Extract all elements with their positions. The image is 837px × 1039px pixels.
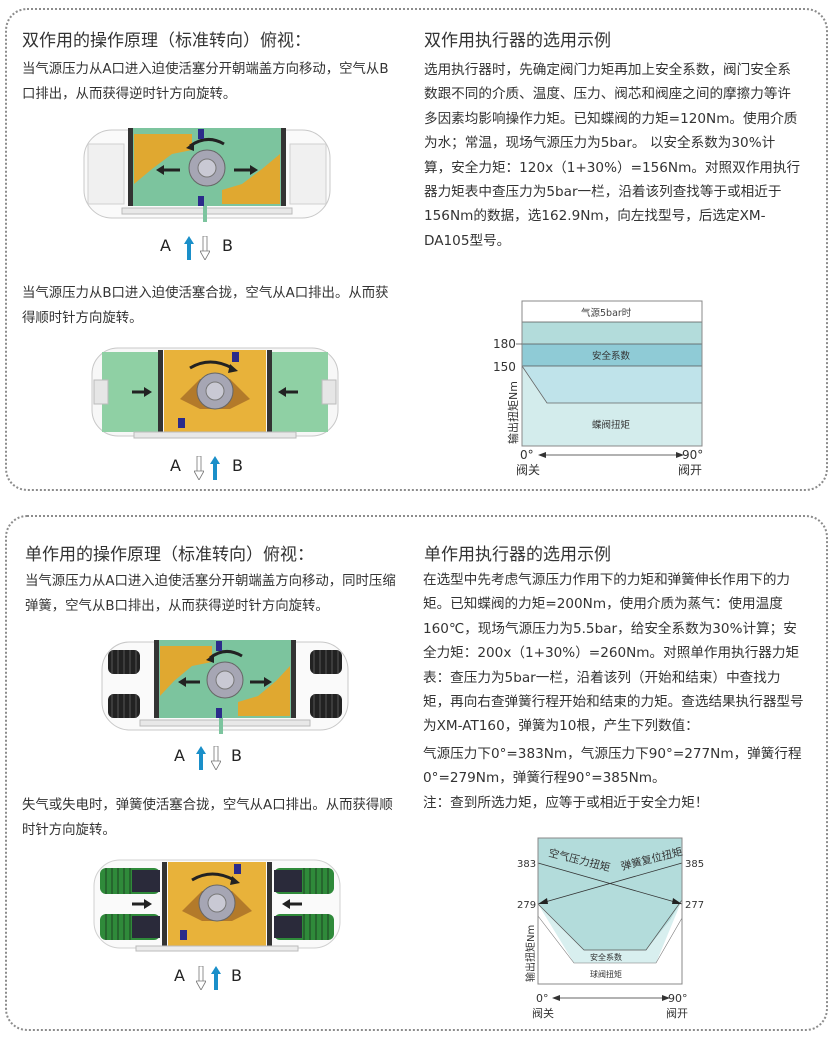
x-start-tick: 0° (536, 992, 549, 1005)
double-acting-example-text: 选用执行器时，先确定阀门力矩再加上安全系数，阀门安全系数跟不同的介质、温度、压力… (424, 62, 801, 249)
y-tick-279: 279 (517, 900, 536, 911)
single-acting-diagram-open (100, 636, 350, 736)
double-acting-step2-text: 当气源压力从B口进入迫使活塞合拢，空气从A口排出。从而获得顺时针方向旋转。 (22, 286, 389, 326)
double-acting-panel (5, 8, 828, 491)
single-acting-principle-title: 单作用的操作原理（标准转向）俯视： (25, 545, 314, 565)
port-a-label: A (174, 746, 185, 765)
actuator-illustration (83, 128, 331, 222)
y-tick-277: 277 (685, 900, 704, 911)
outlet-arrow-down-icon (200, 236, 210, 260)
single-acting-example-title: 单作用执行器的选用示例 (424, 545, 611, 565)
double-acting-principle-title: 双作用的操作原理（标准转向）俯视： (22, 31, 311, 51)
actuator-illustration (91, 347, 339, 439)
single-acting-torque-chart: 空气压力扭矩 弹簧复位扭矩 安全系数 球阀扭矩 383 385 279 277 … (517, 837, 704, 1020)
chart-band-label: 安全系数 (592, 350, 631, 362)
inlet-arrow-up-icon (184, 236, 194, 260)
single-acting-diagram-closed (92, 856, 342, 956)
y-tick-385: 385 (685, 859, 704, 870)
x-start-label: 阀关 (532, 1006, 554, 1020)
x-start-tick: 0° (520, 448, 534, 462)
single-acting-example-text: 在选型中先考虑气源压力作用下的力矩和弹簧伸长作用下的力矩。已知蝶阀的力矩=200… (423, 572, 804, 735)
chart-bottom-label: 球阀扭矩 (590, 969, 622, 979)
double-acting-step2-ports: A B (170, 456, 260, 480)
port-b-label: B (231, 746, 242, 765)
y-tick-180: 180 (493, 337, 516, 351)
single-acting-step1-ports: A B (174, 746, 264, 770)
inlet-arrow-up-icon (196, 746, 206, 770)
single-acting-panel (5, 515, 828, 1031)
single-acting-values-text: 气源压力下0°=383Nm，气源压力下90°=277Nm，弹簧行程0°=279N… (423, 746, 802, 787)
double-acting-step1-text: 当气源压力从A口进入迫使活塞分开朝端盖方向移动，空气从B口排出，从而获得逆时针方… (22, 62, 389, 102)
single-acting-step2-text: 失气或失电时，弹簧使活塞合拢，空气从A口排出。从而获得顺时针方向旋转。 (22, 798, 393, 838)
x-end-label: 阀开 (666, 1006, 688, 1020)
y-tick-383: 383 (517, 859, 536, 870)
double-acting-step1-ports: A B (160, 236, 250, 260)
y-tick-150: 150 (493, 360, 516, 374)
x-end-label: 阀开 (678, 463, 702, 476)
double-acting-torque-chart: 气源5bar时 安全系数 蝶阀扭矩 180 150 输出扭矩Nm 0° 90° … (493, 300, 703, 476)
single-acting-step2-ports: A B (174, 966, 264, 990)
outlet-arrow-down-icon (196, 966, 206, 990)
double-acting-diagram-open (82, 124, 332, 224)
port-a-label: A (170, 456, 181, 475)
chart-top-label: 气源5bar时 (581, 307, 632, 319)
single-acting-step1-text: 当气源压力从A口进入迫使活塞分开朝端盖方向移动，同时压缩弹簧，空气从B口排出，从… (25, 574, 396, 614)
actuator-illustration (93, 859, 341, 952)
x-start-label: 阀关 (516, 463, 540, 476)
single-acting-note-text: 注：查到所选力矩，应等于或相近于安全力矩！ (423, 795, 709, 811)
outlet-arrow-down-icon (211, 746, 221, 770)
chart-band-label: 安全系数 (590, 952, 622, 962)
port-b-label: B (222, 236, 233, 255)
port-b-label: B (231, 966, 242, 985)
x-end-tick: 90° (682, 448, 703, 462)
double-acting-example-title: 双作用执行器的选用示例 (424, 31, 611, 51)
actuator-illustration (101, 640, 349, 734)
chart-y-axis-label: 输出扭矩Nm (524, 925, 537, 982)
x-end-tick: 90° (668, 992, 688, 1005)
chart-bottom-label: 蝶阀扭矩 (592, 419, 631, 431)
port-b-label: B (232, 456, 243, 475)
outlet-arrow-down-icon (194, 456, 204, 480)
port-a-label: A (160, 236, 171, 255)
chart-y-axis-label: 输出扭矩Nm (506, 381, 520, 444)
inlet-arrow-up-icon (211, 966, 221, 990)
inlet-arrow-up-icon (210, 456, 220, 480)
double-acting-diagram-closed (90, 344, 340, 444)
port-a-label: A (174, 966, 185, 985)
